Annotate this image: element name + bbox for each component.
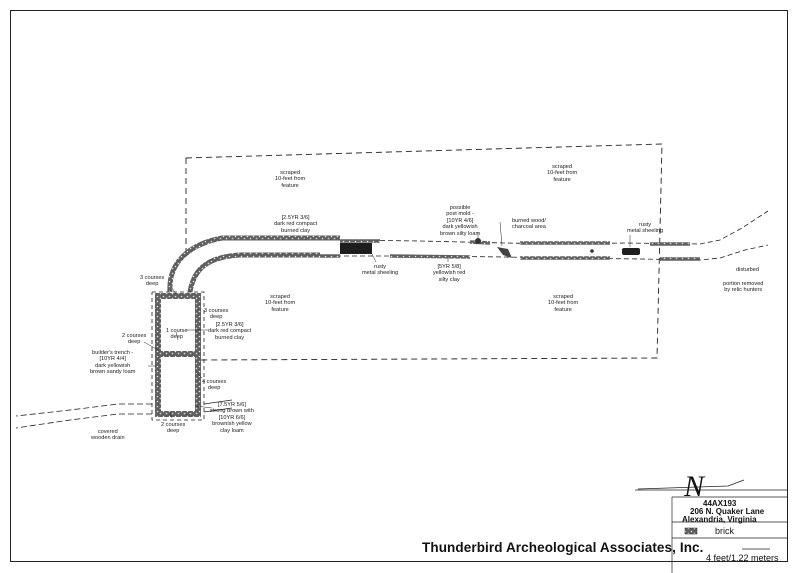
- label-disturbed: disturbed: [736, 267, 760, 273]
- brick-box-upper: [155, 293, 201, 357]
- rusty-metal-right-feature: [622, 248, 640, 255]
- brick-box-lower: [155, 351, 201, 417]
- site-city: Alexandria, Virginia: [682, 515, 757, 524]
- rusty-metal-center-feature: [340, 243, 372, 254]
- label-rusty-metal-right: rusty metal sheeling: [627, 222, 664, 235]
- label-rusty-metal-center: rusty metal sheeling: [362, 264, 399, 277]
- burned-wood-feature: [497, 247, 512, 258]
- disturbed-line: [719, 244, 769, 259]
- label-burned-clay-lower: [2.5YR 3/6] dark red compact burned clay: [208, 322, 252, 341]
- upper-wall-brick: [167, 235, 340, 293]
- label-scraped-top-left: scraped 10-feet from feature: [275, 170, 306, 189]
- label-strong-brown: [7.5YR 5/6] strong brown with [10YR 6/6]…: [210, 402, 254, 434]
- site-address: 206 N. Quaker Lane: [690, 507, 765, 516]
- label-3-courses-right: 3 courses deep: [204, 308, 229, 321]
- drain-lower-edge: [15, 413, 152, 429]
- label-builders-trench: builder's trench - [10YR 4/4] dark yello…: [90, 350, 136, 376]
- label-burned-wood: burned wood/ charcoal area: [512, 218, 546, 231]
- drain-upper-edge: [15, 403, 152, 417]
- label-portion-removed: portion removed by relic hunters: [723, 281, 764, 294]
- label-burned-clay-upper: [2.5YR 3/6] dark red compact burned clay: [274, 215, 318, 234]
- north-letter: N: [684, 470, 705, 503]
- brick-legend-swatch: [684, 527, 698, 535]
- small-feature: [590, 249, 594, 253]
- label-post-mold: possible post mold - [10YR 4/6] dark yel…: [440, 205, 481, 237]
- title-block-lines: [635, 489, 788, 573]
- label-1-course: 1 course deep: [166, 328, 188, 341]
- label-4-courses: 4 courses deep: [202, 379, 227, 392]
- scraped-area-boundary: [185, 143, 663, 361]
- lower-wall-brick: [187, 252, 320, 293]
- label-3-courses-top: 3 courses deep: [140, 275, 165, 288]
- leader-lines: [143, 221, 631, 419]
- upper-wall-trench: [339, 210, 769, 245]
- post-mold-feature: [475, 238, 481, 244]
- builders-trench-outline: [151, 291, 205, 421]
- label-covered-drain: covered wooden drain: [91, 429, 125, 442]
- lower-wall-brick-segments: [320, 254, 700, 261]
- label-2-courses-left: 2 courses deep: [122, 333, 147, 346]
- brick-legend-label: brick: [715, 526, 735, 536]
- company-name: Thunderbird Archeological Associates, In…: [422, 540, 704, 555]
- label-scraped-bottom-center: scraped 10-feet from feature: [265, 294, 296, 313]
- label-2-courses-bottom: 2 courses deep: [161, 422, 186, 435]
- label-scraped-top-right: scraped 10-feet from feature: [547, 164, 578, 183]
- north-arrow: [637, 479, 745, 490]
- scale-label: 4 feet/1.22 meters: [706, 553, 779, 563]
- label-red-silty-clay: [5YR 5/8] yellowish red silty clay: [433, 264, 466, 283]
- label-scraped-bottom-right: scraped 10-feet from feature: [548, 294, 579, 313]
- drain-extension: [203, 399, 233, 413]
- drawing-frame: [10, 10, 788, 562]
- site-number: 44AX193: [703, 499, 737, 508]
